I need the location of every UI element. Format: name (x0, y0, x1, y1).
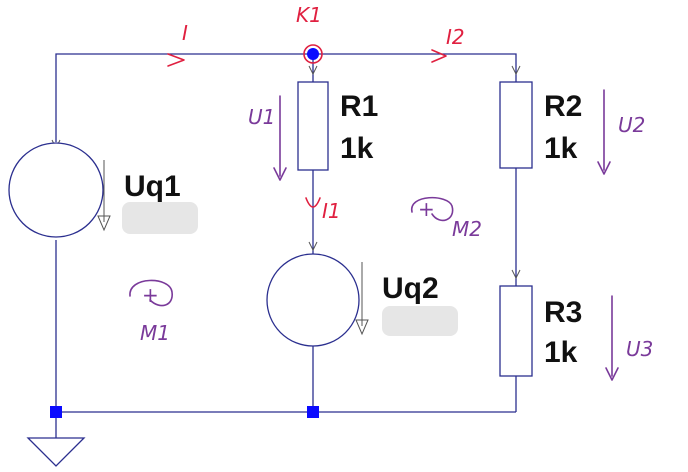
current-i1-arrow (305, 197, 321, 208)
r3-value: 1k (544, 336, 578, 369)
uq1-direction-arrow (97, 215, 111, 232)
mesh-m2-plus: + (418, 197, 435, 221)
top-wire (55, 53, 517, 142)
voltage-u1-label: U1 (248, 105, 275, 129)
u3-arrow-head (605, 367, 619, 381)
resistor-r2: R2 1k (499, 81, 582, 169)
r2-name: R2 (544, 90, 582, 123)
mesh-m2-loop (411, 196, 454, 222)
current-i1-label: I1 (322, 199, 341, 223)
uq2-direction-arrow (355, 319, 369, 336)
uq2-erased-value (382, 306, 458, 336)
mesh-m2-label: M2 (452, 217, 482, 241)
uq2-circle (266, 253, 360, 347)
mesh-m1-loop (129, 279, 173, 307)
uq1-circle (8, 142, 104, 238)
r2-value: 1k (544, 132, 578, 165)
junction-k1 (307, 48, 319, 60)
voltage-u3-label: U3 (626, 337, 653, 361)
junction-bottom-middle (307, 406, 319, 418)
node-k1-label: K1 (296, 3, 322, 27)
r3-body (499, 285, 533, 377)
resistor-r3: R3 1k (499, 285, 582, 377)
uq2-label: Uq2 (382, 272, 439, 305)
current-i2-arrow (431, 49, 447, 63)
r1-value: 1k (340, 132, 374, 165)
mesh-m1-plus: + (142, 283, 159, 307)
red-annotations: I K1 I2 I1 (167, 3, 465, 223)
voltage-u2-label: U2 (618, 113, 645, 137)
ground-symbol (26, 437, 86, 467)
source-uq1: Uq1 (8, 142, 198, 238)
purple-annotations: U1 U2 U3 + M1 + M2 (129, 89, 653, 381)
r3-name: R3 (544, 296, 582, 329)
source-uq2: Uq2 (266, 253, 458, 347)
uq1-erased-value (122, 202, 198, 234)
pin-markers (51, 65, 521, 280)
current-i-label: I (182, 21, 188, 45)
resistor-r1: R1 1k (297, 81, 378, 171)
r1-body (297, 81, 329, 171)
current-i-arrow (167, 53, 185, 67)
k1-highlight-circle (303, 44, 323, 64)
current-i2-label: I2 (446, 25, 465, 49)
junction-bottom-left (50, 406, 62, 418)
mesh-m1-label: M1 (140, 321, 170, 345)
u1-arrow-head (273, 167, 287, 181)
u2-arrow-head (597, 161, 611, 175)
r1-name: R1 (340, 90, 378, 123)
wires (55, 53, 517, 438)
r2-body (499, 81, 533, 169)
uq1-label: Uq1 (124, 170, 181, 203)
